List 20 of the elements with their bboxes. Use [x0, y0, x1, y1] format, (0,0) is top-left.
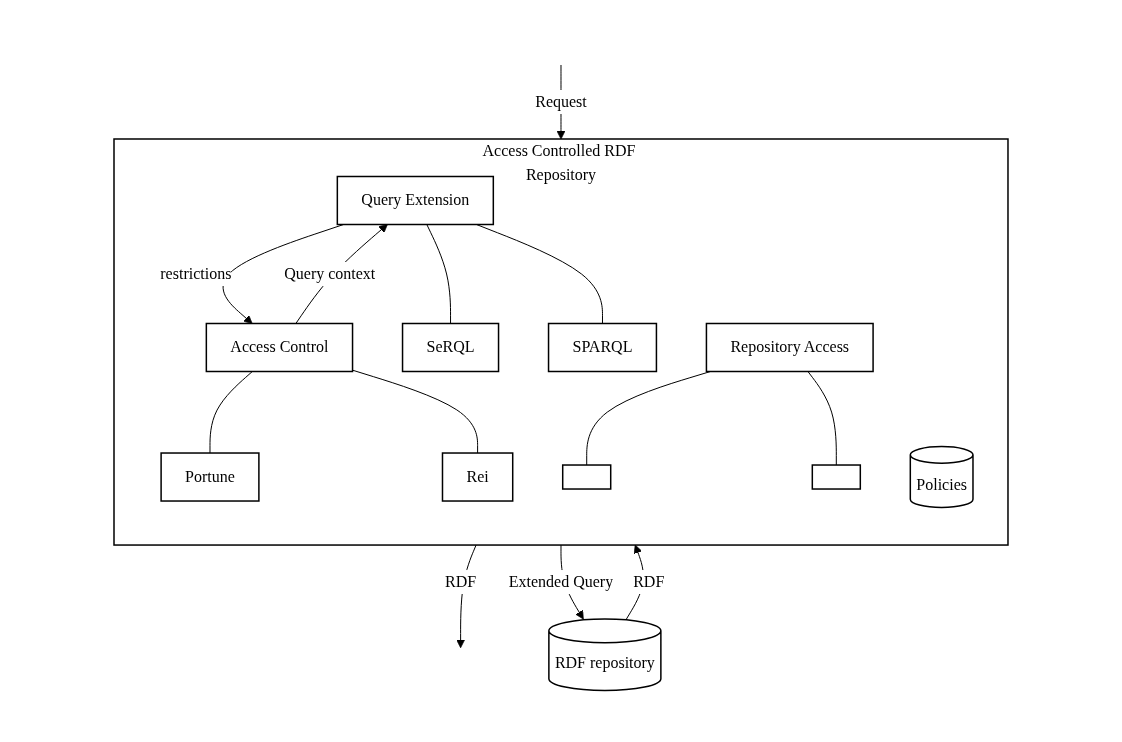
edge-label: RDF: [633, 573, 665, 591]
node-box: SPARQL: [547, 323, 658, 373]
node-box: Portune: [160, 452, 260, 502]
connector: [807, 371, 837, 466]
connector: [209, 371, 253, 454]
connector: [426, 224, 452, 325]
edge-label: RDF: [445, 573, 477, 591]
node-box: [811, 464, 862, 490]
edge-label: restrictions: [160, 265, 232, 283]
node-box: Rei: [441, 452, 514, 502]
edge-label: Extended Query: [508, 573, 614, 591]
connector: [586, 371, 711, 466]
node-box: SeRQL: [401, 323, 500, 373]
node-box: Repository Access: [705, 323, 874, 373]
connector: [352, 369, 479, 454]
node-box: [561, 464, 612, 490]
node-box: Access Control: [205, 323, 354, 373]
node-box: Query Extension: [336, 176, 495, 226]
edge-label: Query context: [284, 265, 376, 283]
edge-label: Request: [535, 93, 587, 111]
